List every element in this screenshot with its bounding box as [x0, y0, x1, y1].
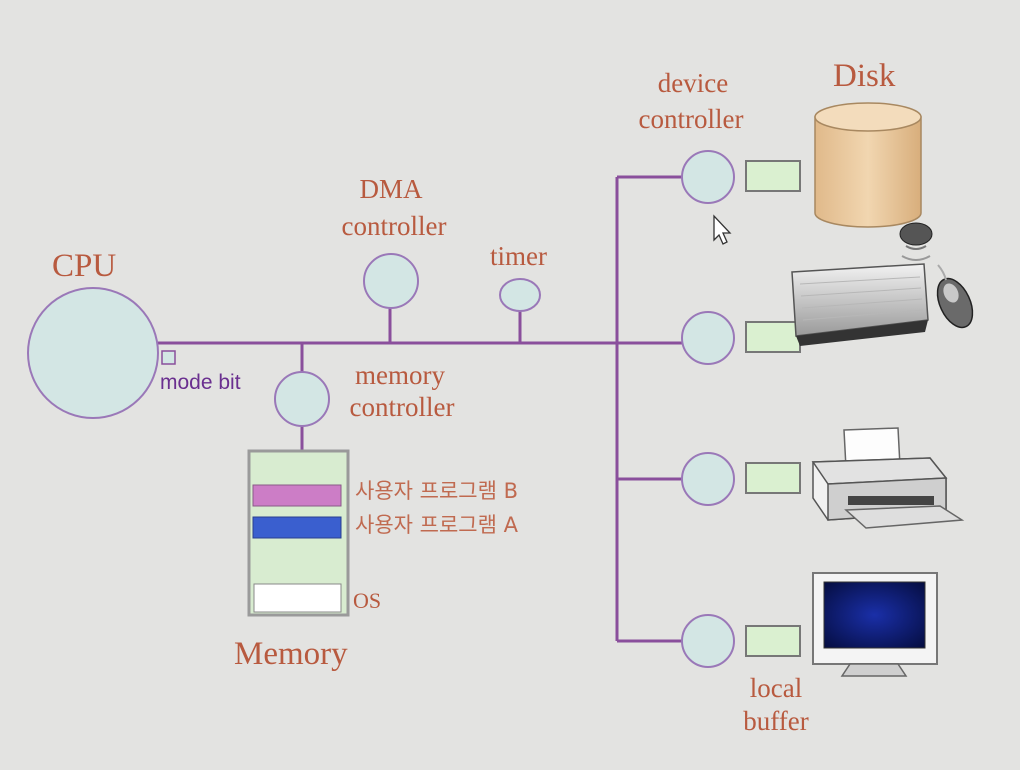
mouse-icon	[936, 264, 974, 329]
dma-label-line1: DMA	[359, 174, 423, 204]
keyboard-controller-node	[681, 311, 735, 365]
memory-controller-label-line2: controller	[349, 392, 455, 422]
disk-icon	[814, 102, 922, 228]
program-a-region	[252, 516, 342, 539]
monitor-controller-node	[681, 614, 735, 668]
dma-label-line2: controller	[341, 211, 447, 241]
program-b-label: 사용자 프로그램 B	[355, 479, 518, 503]
device-controllers	[681, 150, 735, 668]
keyboard-icon	[791, 222, 933, 346]
program-b-region	[252, 484, 342, 507]
monitor-icon	[812, 572, 938, 677]
os-label: OS	[353, 588, 382, 613]
disk-buffer	[745, 160, 801, 192]
program-a-label: 사용자 프로그램 A	[355, 513, 518, 537]
mode-bit-box	[161, 350, 176, 365]
memory-controller-label-line1: memory	[355, 360, 445, 390]
memory-controller-node	[274, 371, 330, 427]
os-region	[253, 583, 342, 613]
cpu-label: CPU	[52, 248, 117, 284]
memory-label: Memory	[234, 636, 348, 672]
monitor-buffer	[745, 625, 801, 657]
printer-controller-node	[681, 452, 735, 506]
local-buffers	[745, 160, 801, 657]
timer-label: timer	[490, 241, 547, 271]
mode-bit-label: mode bit	[160, 371, 241, 394]
cpu-node	[27, 287, 159, 419]
disk-controller-node	[681, 150, 735, 204]
device-controller-label-line2: controller	[638, 104, 744, 134]
device-controller-label-line1: device	[657, 68, 729, 98]
mouse-cursor-icon	[713, 214, 732, 245]
memory-block	[247, 449, 350, 617]
timer-node	[499, 278, 541, 312]
printer-icon	[811, 427, 965, 529]
dma-controller-node	[363, 253, 419, 309]
printer-buffer	[745, 462, 801, 494]
keyboard-buffer	[745, 321, 801, 353]
disk-label: Disk	[833, 58, 896, 94]
bus-lines	[158, 175, 684, 643]
local-buffer-label-line1: local	[749, 673, 803, 703]
local-buffer-label-line2: buffer	[743, 706, 809, 736]
